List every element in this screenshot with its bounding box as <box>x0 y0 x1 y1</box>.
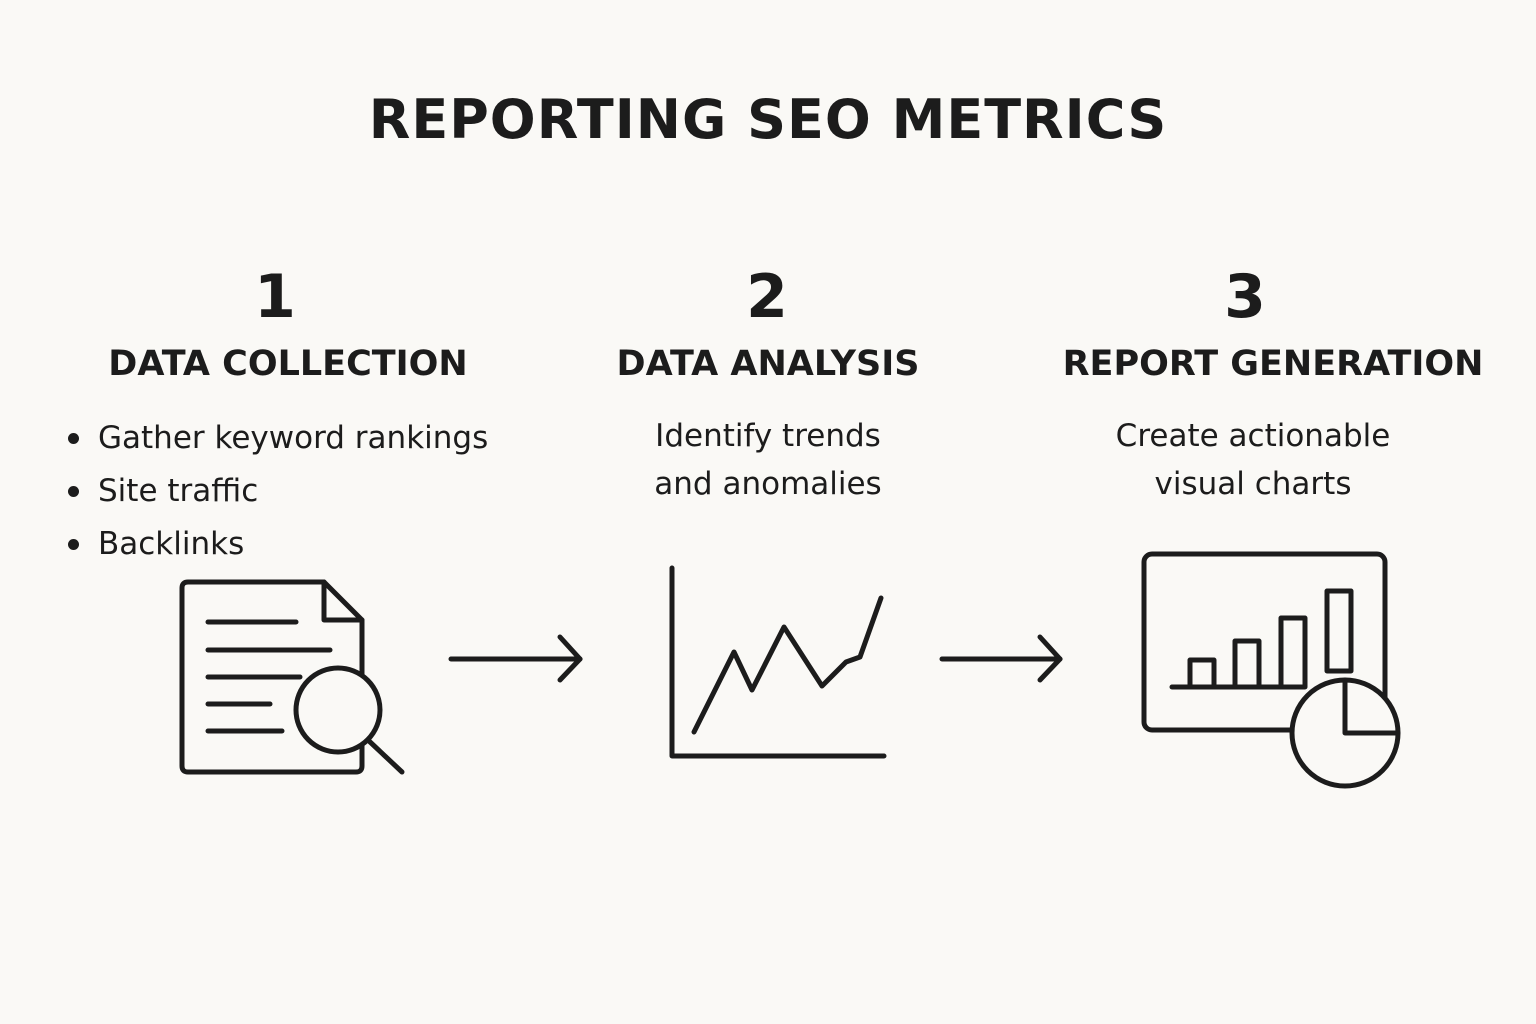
document-search-icon <box>179 579 405 775</box>
list-item: Site traffic <box>66 465 488 518</box>
line-chart-icon <box>669 565 887 759</box>
bullet-dot-icon <box>68 433 79 444</box>
bullet-dot-icon <box>68 539 79 550</box>
step-heading: REPORT GENERATION <box>1062 344 1484 384</box>
list-item: Backlinks <box>66 518 488 571</box>
step-heading: DATA ANALYSIS <box>616 344 920 384</box>
step-number: 3 <box>1224 262 1266 332</box>
step-description-line: Create actionable <box>1115 418 1391 454</box>
list-item-label: Site traffic <box>98 473 259 509</box>
step-heading: DATA COLLECTION <box>108 344 468 384</box>
step-description-line: visual charts <box>1154 466 1352 502</box>
list-item-label: Backlinks <box>98 526 245 562</box>
step-description: Create actionable visual charts <box>1083 412 1423 508</box>
bullet-dot-icon <box>68 486 79 497</box>
page-title: REPORTING SEO METRICS <box>368 88 1168 151</box>
step-number: 1 <box>254 262 296 332</box>
dashboard-chart-icon <box>1141 551 1401 789</box>
arrow-right-icon <box>939 634 1063 683</box>
arrow-right-icon <box>448 634 583 683</box>
step-description-line: Identify trends <box>655 418 881 454</box>
list-item: Gather keyword rankings <box>66 412 488 465</box>
step-description: Identify trends and anomalies <box>598 412 938 508</box>
step-bullet-list: Gather keyword rankings Site traffic Bac… <box>66 412 488 571</box>
step-number: 2 <box>746 262 788 332</box>
step-description-line: and anomalies <box>654 466 882 502</box>
list-item-label: Gather keyword rankings <box>98 420 489 456</box>
